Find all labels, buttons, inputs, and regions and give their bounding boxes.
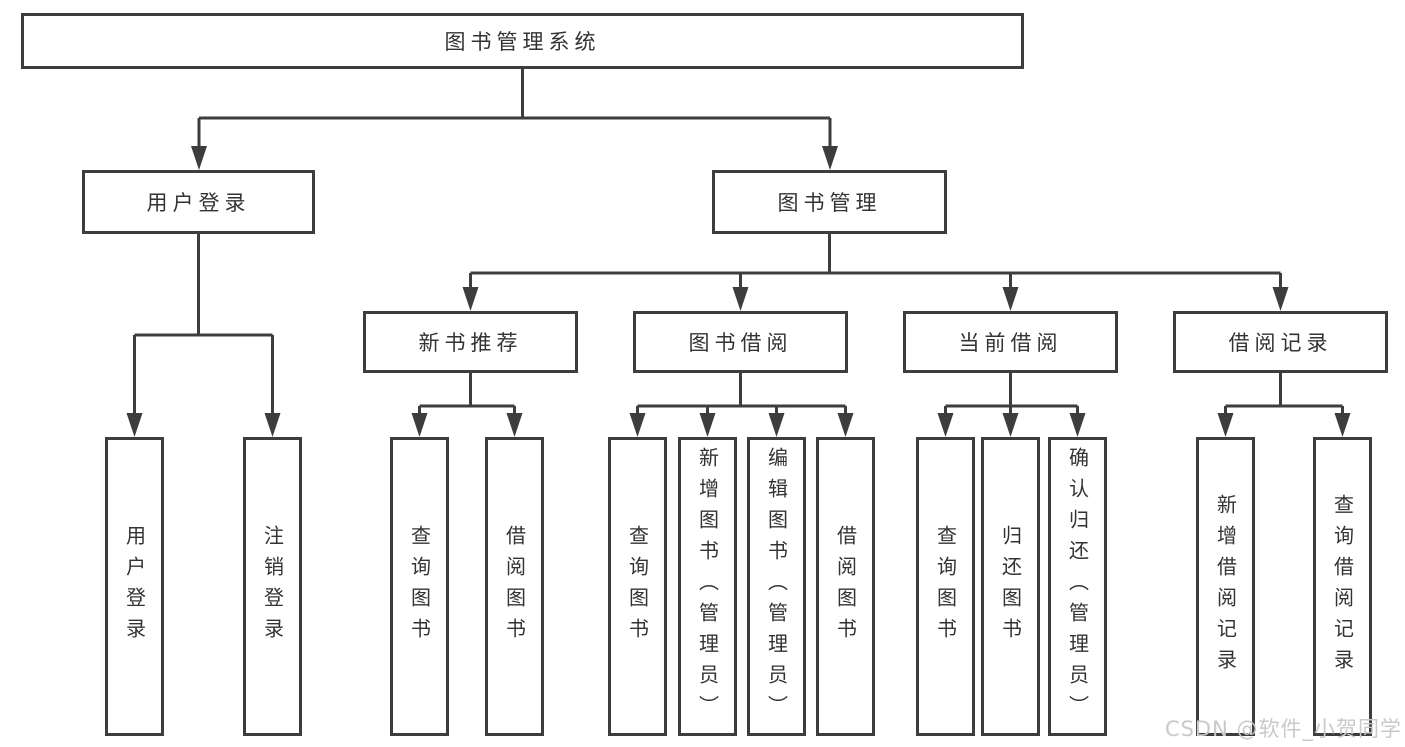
leaf-label: 新增借阅记录 (1213, 493, 1238, 680)
leaf-edit-book-admin: 编辑图书（管理员） (747, 437, 806, 736)
leaf-label: 用户登录 (122, 524, 147, 649)
node-root: 图书管理系统 (21, 13, 1024, 69)
leaf-query-borrow-record: 查询借阅记录 (1313, 437, 1372, 736)
node-user-login-label: 用户登录 (146, 191, 251, 215)
leaf-query-books-3: 查询图书 (916, 437, 975, 736)
leaf-label: 编辑图书（管理员） (764, 447, 789, 726)
node-borrow-records: 借阅记录 (1173, 311, 1388, 373)
node-borrow-records-label: 借阅记录 (1228, 331, 1333, 355)
leaf-borrow-books-1: 借阅图书 (485, 437, 544, 736)
node-borrowing-label: 图书借阅 (688, 331, 793, 355)
leaf-label: 新增图书（管理员） (695, 447, 720, 726)
leaf-label: 确认归还（管理员） (1065, 447, 1090, 726)
leaf-borrow-books-2: 借阅图书 (816, 437, 875, 736)
leaf-label: 借阅图书 (833, 524, 858, 649)
leaf-label: 注销登录 (260, 524, 285, 649)
node-borrowing: 图书借阅 (633, 311, 848, 373)
leaf-query-books-2: 查询图书 (608, 437, 667, 736)
leaf-label: 归还图书 (998, 524, 1023, 649)
leaf-label: 查询图书 (933, 524, 958, 649)
leaf-label: 查询图书 (407, 524, 432, 649)
leaf-label: 查询借阅记录 (1330, 493, 1355, 680)
leaf-add-book-admin: 新增图书（管理员） (678, 437, 737, 736)
leaf-return-book: 归还图书 (981, 437, 1040, 736)
csdn-watermark: CSDN @软件_小贺同学 (1164, 717, 1402, 741)
node-book-mgmt-label: 图书管理 (777, 191, 882, 215)
node-current-borrow: 当前借阅 (903, 311, 1118, 373)
node-new-books: 新书推荐 (363, 311, 578, 373)
connector-trunks (134, 69, 1343, 408)
leaf-label: 借阅图书 (502, 524, 527, 649)
leaf-user-login: 用户登录 (105, 437, 164, 736)
node-book-mgmt: 图书管理 (712, 170, 947, 234)
node-root-label: 图书管理系统 (444, 30, 601, 54)
leaf-label: 查询图书 (625, 524, 650, 649)
leaf-confirm-return-admin: 确认归还（管理员） (1048, 437, 1107, 736)
node-user-login: 用户登录 (82, 170, 315, 234)
leaf-logout: 注销登录 (243, 437, 302, 736)
node-new-books-label: 新书推荐 (418, 331, 523, 355)
leaf-query-books-1: 查询图书 (390, 437, 449, 736)
node-current-borrow-label: 当前借阅 (958, 331, 1063, 355)
leaf-add-borrow-record: 新增借阅记录 (1196, 437, 1255, 736)
